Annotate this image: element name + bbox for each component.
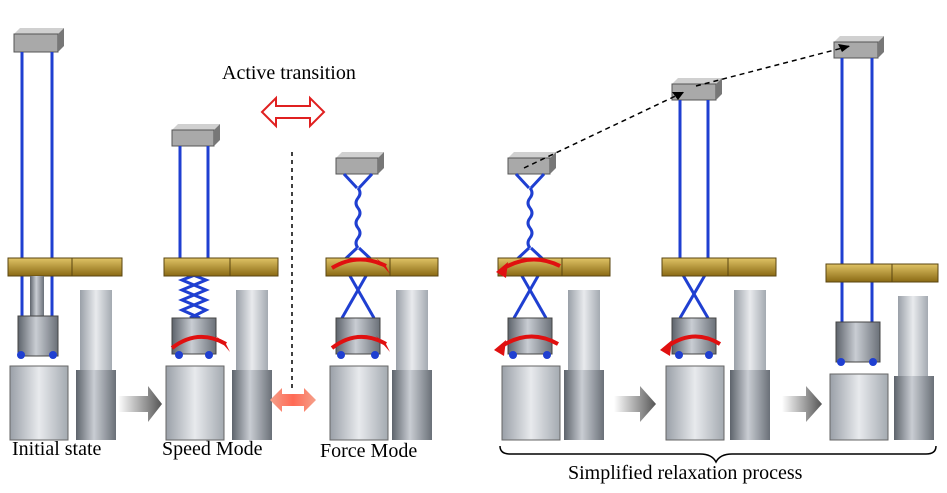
label-active-transition: Active transition [222, 62, 356, 84]
unit-initial-state [7, 28, 123, 441]
pulley-block [171, 124, 220, 147]
gray-arrow-icon [782, 386, 822, 422]
gear-and-spindle [497, 257, 611, 441]
unit-relaxation-1 [494, 152, 611, 441]
rotation-arrow-icon [666, 334, 722, 348]
gear-and-spindle [325, 257, 439, 441]
unit-relaxation-2 [660, 78, 777, 441]
gear-and-spindle [825, 263, 939, 441]
string-lines [20, 52, 54, 340]
string-lines [678, 100, 710, 350]
unit-speed-mode [163, 124, 279, 441]
relaxation-brace [499, 445, 937, 464]
pink-double-arrow-icon [270, 388, 316, 412]
pulley-block [335, 152, 384, 175]
rotation-arrow-icon [503, 257, 561, 270]
unit-force-mode [325, 152, 439, 441]
dashed-trajectory [523, 45, 851, 169]
unit-relaxation-3 [825, 36, 939, 441]
double-arrow-icon [260, 95, 326, 129]
gray-arrow-icon [614, 386, 656, 422]
rotation-arrow-icon [500, 334, 559, 348]
label-simplified-relaxation: Simplified relaxation process [568, 462, 803, 484]
dashed-arrowhead [672, 92, 684, 100]
gray-arrow-icon [118, 386, 162, 422]
dashed-arrowhead [838, 44, 850, 52]
pulley-block [13, 28, 64, 53]
label-speed-mode: Speed Mode [162, 438, 263, 460]
pulley-block [507, 152, 556, 175]
gear-and-spindle [661, 257, 777, 441]
string-lines [840, 58, 874, 356]
label-initial-state: Initial state [12, 438, 102, 460]
gear-and-spindle [163, 257, 279, 441]
label-force-mode: Force Mode [320, 440, 418, 462]
gear-and-spindle [7, 257, 123, 441]
